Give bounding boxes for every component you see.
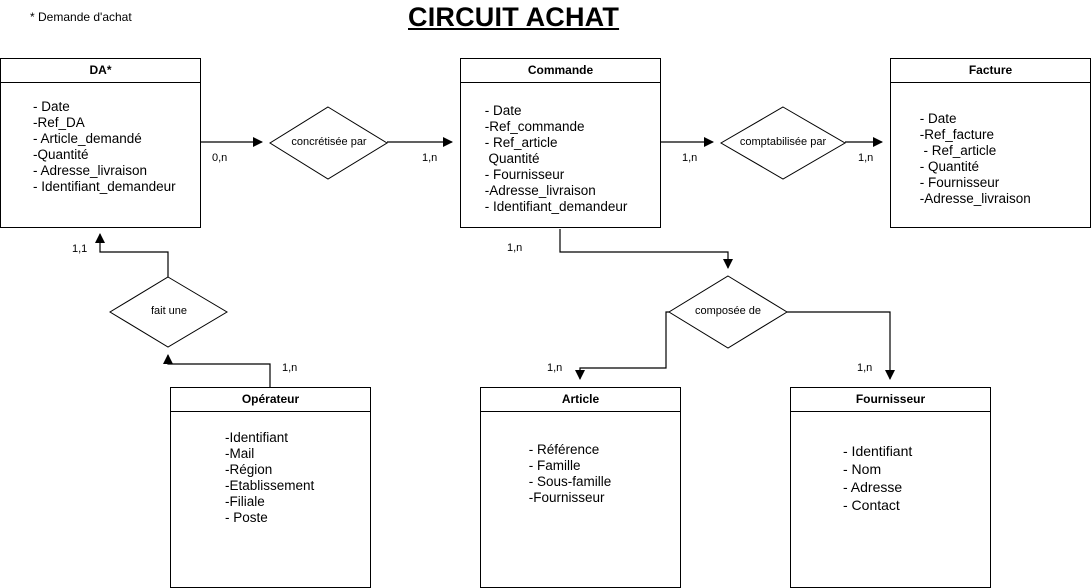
- entity-attribute: -Adresse_livraison: [481, 183, 596, 198]
- entity-commande-title: Commande: [461, 59, 660, 83]
- entity-da-attributes: - Date-Ref_DA- Article_demandé-Quantité-…: [33, 99, 176, 195]
- entity-attribute: -Région: [225, 462, 273, 477]
- entity-attribute: - Adresse_livraison: [33, 163, 148, 178]
- entity-article-title: Article: [481, 388, 680, 412]
- entity-attribute: - Contact: [843, 497, 900, 513]
- entity-attribute: -Etablissement: [225, 478, 315, 493]
- entity-attribute: - Date: [481, 103, 522, 118]
- connector-composee-article: [575, 311, 669, 380]
- entity-attribute: -Fournisseur: [525, 490, 605, 505]
- entity-attribute: - Sous-famille: [525, 474, 612, 489]
- entity-attribute: - Date: [33, 99, 70, 114]
- entity-facture[interactable]: Facture - Date -Ref_facture - Ref_articl…: [890, 58, 1091, 228]
- connector-commande-composee: [559, 229, 733, 269]
- entity-fournisseur-title: Fournisseur: [791, 388, 990, 412]
- connector-composee-fournisseur: [787, 311, 895, 380]
- cardinality-fournisseur-composee: 1,n: [857, 362, 873, 374]
- entity-attribute: - Ref_article: [916, 143, 997, 158]
- cardinality-da-fait-une: 1,1: [72, 243, 88, 255]
- entity-attribute: - Adresse: [843, 479, 903, 495]
- entity-attribute: - Nom: [843, 461, 882, 477]
- relationship-composee: composée de: [694, 305, 762, 317]
- entity-operateur-attributes: -Identifiant-Mail-Région-Etablissement-F…: [225, 430, 314, 526]
- entity-facture-title: Facture: [891, 59, 1090, 83]
- entity-attribute: - Article_demandé: [33, 131, 142, 146]
- connector-operateur-fait-une: [163, 354, 271, 387]
- entity-attribute: - Poste: [225, 510, 268, 525]
- footnote: * Demande d'achat: [30, 10, 132, 24]
- entity-fournisseur[interactable]: Fournisseur - Identifiant- Nom- Adresse-…: [790, 387, 991, 588]
- entity-attribute: - Identifiant: [843, 443, 913, 459]
- entity-attribute: - Ref_article: [481, 135, 558, 150]
- entity-commande[interactable]: Commande - Date -Ref_commande - Ref_arti…: [460, 58, 661, 228]
- entity-attribute: -Mail: [225, 446, 255, 461]
- entity-attribute: - Fournisseur: [916, 175, 1000, 190]
- relationship-comptabilisee-shape: [720, 106, 846, 180]
- entity-attribute: - Fournisseur: [481, 167, 565, 182]
- entity-attribute: - Référence: [525, 442, 600, 457]
- entity-attribute: -Ref_DA: [33, 115, 85, 130]
- entity-attribute: -Identifiant: [225, 430, 289, 445]
- cardinality-operateur-fait-une: 1,n: [282, 362, 298, 374]
- relationship-composee-shape: [668, 275, 788, 349]
- entity-operateur-title: Opérateur: [171, 388, 370, 412]
- entity-attribute: -Adresse_livraison: [916, 191, 1031, 206]
- entity-attribute: - Identifiant_demandeur: [481, 199, 628, 214]
- relationship-comptabilisee: comptabilisée par: [739, 136, 827, 148]
- relationship-concretisee: concrétisée par: [291, 136, 367, 148]
- entity-attribute: - Famille: [525, 458, 581, 473]
- cardinality-commande-concretisee: 1,n: [422, 152, 438, 164]
- cardinality-facture-comptabilisee: 1,n: [858, 152, 874, 164]
- relationship-fait-une: fait une: [150, 305, 188, 317]
- cardinality-da-concretisee: 0,n: [212, 152, 228, 164]
- entity-attribute: -Quantité: [33, 147, 89, 162]
- entity-commande-attributes: - Date -Ref_commande - Ref_article Quant…: [481, 103, 628, 215]
- entity-attribute: -Ref_commande: [481, 119, 585, 134]
- entity-fournisseur-attributes: - Identifiant - Nom - Adresse - Contact: [843, 442, 912, 514]
- cardinality-commande-comptabilisee: 1,n: [682, 152, 698, 164]
- connector-fait-une-da: [95, 233, 169, 277]
- cardinality-commande-composee: 1,n: [507, 242, 523, 254]
- cardinality-article-composee: 1,n: [547, 362, 563, 374]
- entity-da-title: DA*: [1, 59, 200, 83]
- relationship-fait-une-shape: [109, 276, 228, 348]
- entity-attribute: Quantité: [481, 151, 540, 166]
- entity-facture-attributes: - Date -Ref_facture - Ref_article - Quan…: [916, 111, 1031, 207]
- relationship-concretisee-shape: [269, 106, 388, 180]
- entity-operateur[interactable]: Opérateur -Identifiant-Mail-Région-Etabl…: [170, 387, 371, 588]
- entity-attribute: - Quantité: [916, 159, 980, 174]
- entity-attribute: -Ref_facture: [916, 127, 995, 142]
- entity-article-attributes: - Référence - Famille - Sous-famille -Fo…: [525, 442, 612, 506]
- entity-attribute: -Filiale: [225, 494, 265, 509]
- entity-attribute: - Identifiant_demandeur: [33, 179, 176, 194]
- entity-da[interactable]: DA* - Date-Ref_DA- Article_demandé-Quant…: [0, 58, 201, 228]
- entity-article[interactable]: Article - Référence - Famille - Sous-fam…: [480, 387, 681, 588]
- entity-attribute: - Date: [916, 111, 957, 126]
- diagram-title: CIRCUIT ACHAT: [408, 2, 620, 32]
